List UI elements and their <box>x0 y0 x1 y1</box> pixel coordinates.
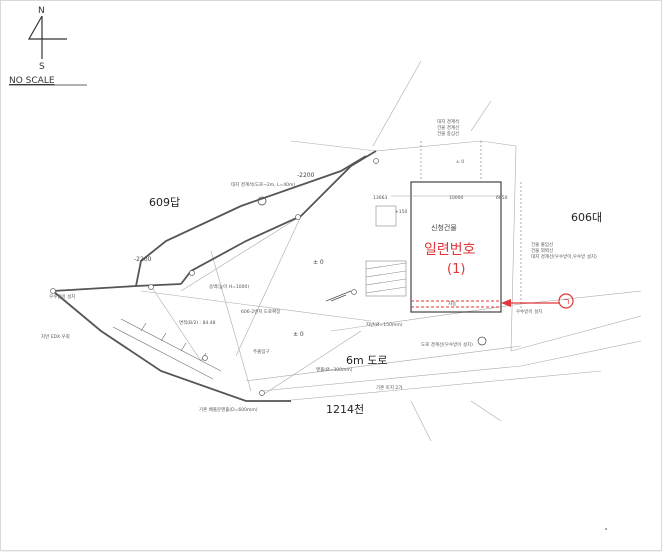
note-18: 기존 토지 2가 <box>376 384 402 391</box>
building-number: (1) <box>447 262 465 277</box>
note-5: 옹벽(높이 H=1000) <box>209 283 249 290</box>
note-11: 우수받이 설치 <box>49 293 75 300</box>
scale-note: NO SCALE <box>9 76 55 86</box>
south-label: S <box>39 62 45 72</box>
note-7: 면적(B/2) : 84.48 <box>179 319 216 326</box>
level-symbols <box>257 196 487 346</box>
note-6: 606-2번지 도로확장 <box>241 308 280 315</box>
building-footprint <box>391 141 522 313</box>
north-label: N <box>38 6 45 16</box>
level-b: -2200 <box>134 256 152 263</box>
parcel-609: 609답 <box>149 196 180 209</box>
dim-2: 10000 <box>449 195 463 201</box>
level-a: -2200 <box>297 172 315 179</box>
corner-dot <box>605 528 607 530</box>
parcel-1214: 1214천 <box>326 402 364 416</box>
context-lines <box>140 60 642 442</box>
note-15: 우수받이 설치 <box>516 308 542 315</box>
level-f: ± 0 <box>456 159 464 165</box>
note-20: 자동 <box>448 300 456 307</box>
marker-label: ㄱ <box>562 298 570 308</box>
note-1: 대지 경계석 <box>437 118 459 125</box>
note-12: 지반 EDX 우회 <box>41 333 70 340</box>
dim-3: 6650 <box>496 195 508 201</box>
note-3: 건물 중심선 <box>437 130 459 137</box>
note-4: 대지 경계석(도로~2m, L=40m) <box>231 181 295 188</box>
note-14: 맨홀(Ø=300mm) <box>316 366 353 373</box>
north-arrow: N S NO SCALE <box>9 6 87 86</box>
note-8: 건물 출입선 <box>531 241 553 248</box>
level-c: ± 0 <box>313 259 324 266</box>
building-number-label: 일련번호 <box>424 242 476 258</box>
note-17: 도로 경계선(우수받이 설치) <box>421 341 473 348</box>
note-13: 주출입구 <box>253 348 270 355</box>
note-10: 대지 경계선(우수받이,우수받 설치) <box>531 253 597 260</box>
level-d: ± 0 <box>293 331 304 338</box>
road-label: 6m 도로 <box>346 354 387 367</box>
building-title: 신청건물 <box>431 223 457 232</box>
note-19: 기존 배출문맨홀(D=600mm) <box>199 406 258 413</box>
note-9: 건물 외벽선 <box>531 247 553 254</box>
stair-hatch <box>365 205 407 297</box>
note-2: 건물 경계선 <box>437 124 459 131</box>
boundary-pins <box>50 158 379 396</box>
section-marker: ㄱ <box>501 293 574 309</box>
note-16: 지반(Ø=150mm) <box>366 321 403 328</box>
dim-1: 13663 <box>373 195 387 201</box>
site-boundary <box>52 150 377 402</box>
level-e: +150 <box>395 209 407 215</box>
parcel-606: 606대 <box>571 211 602 224</box>
